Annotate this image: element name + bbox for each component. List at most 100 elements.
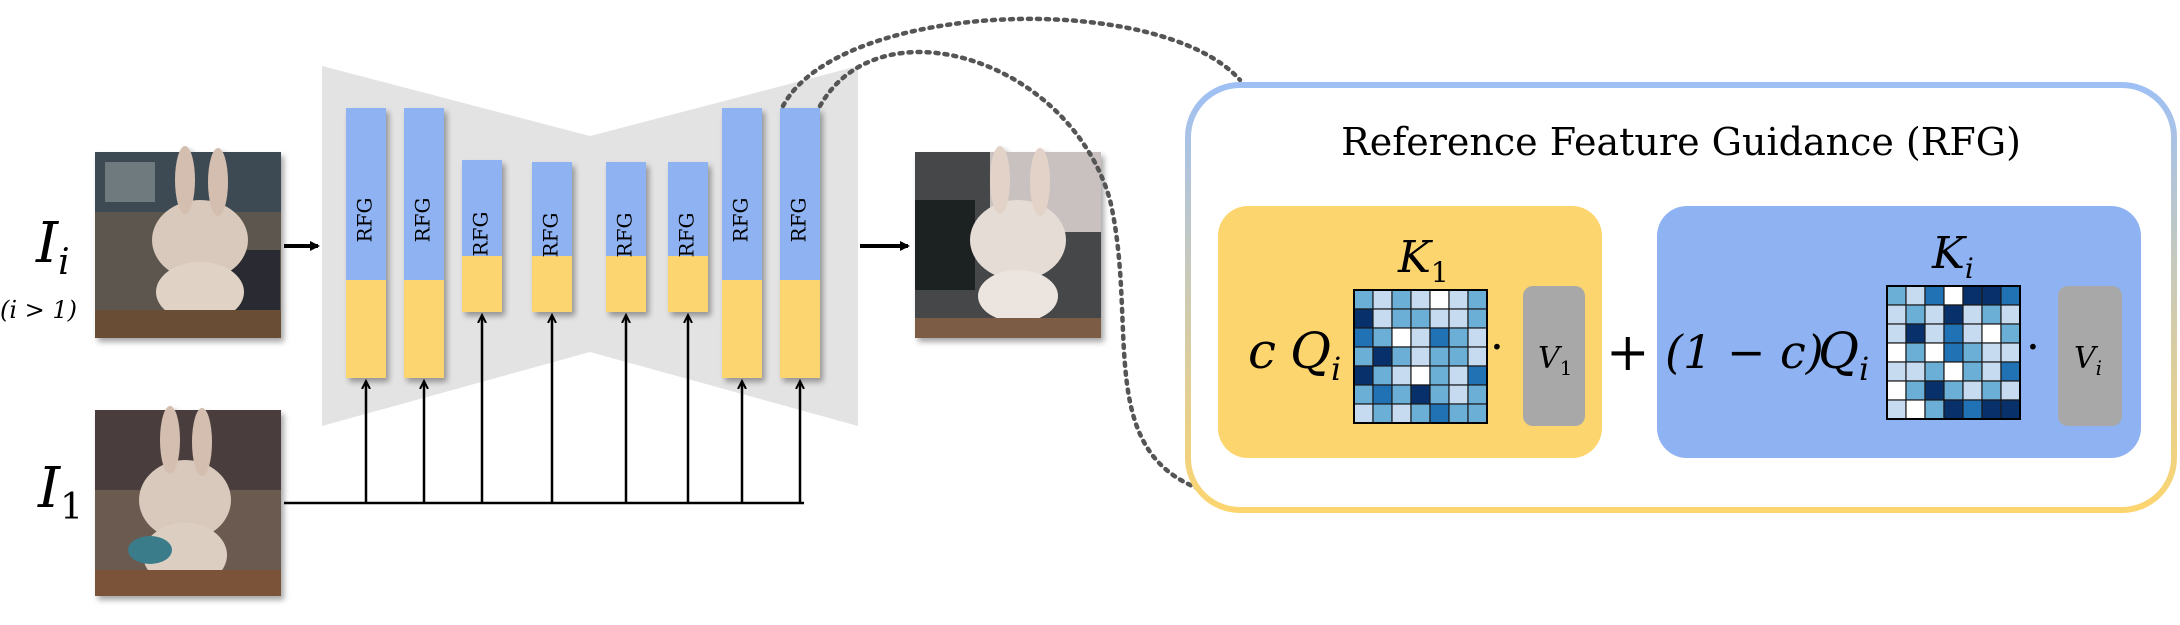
matrix-cell: [1924, 361, 1945, 382]
matrix-cell: [1372, 346, 1393, 367]
matrix-cell: [1410, 384, 1431, 405]
dotted-connector-top: [780, 16, 1243, 109]
matrix-cell: [1905, 342, 1926, 363]
rfg-block-8: [780, 108, 820, 378]
matrix-cell: [1981, 361, 2002, 382]
matrix-cell: [1448, 289, 1469, 310]
matrix-cell: [1391, 403, 1412, 424]
matrix-cell: [1943, 323, 1964, 344]
matrix-cell: [1429, 308, 1450, 329]
rfg-block-label: RFG: [613, 213, 637, 258]
matrix-cell: [1924, 380, 1945, 401]
matrix-cell: [1467, 346, 1488, 367]
vi-box: [2058, 286, 2122, 426]
matrix-cell: [1467, 289, 1488, 310]
matrix-cell: [1429, 384, 1450, 405]
matrix-cell: [1353, 308, 1374, 329]
matrix-cell: [1467, 365, 1488, 386]
rfg-block-1: [346, 108, 386, 378]
matrix-cell: [1905, 285, 1926, 306]
matrix-cell: [1429, 346, 1450, 367]
matrix-cell: [1410, 403, 1431, 424]
plus-sign: +: [1606, 323, 1650, 383]
input-image-i: [95, 146, 281, 338]
rfg-block-6: [668, 162, 708, 312]
matrix-cell: [1886, 304, 1907, 325]
matrix-cell: [1467, 308, 1488, 329]
matrix-cell: [1943, 304, 1964, 325]
matrix-cell: [1410, 327, 1431, 348]
matrix-cell: [1353, 327, 1374, 348]
matrix-cell: [1410, 346, 1431, 367]
input-label-i: Ii: [35, 211, 70, 283]
v1-box: [1523, 286, 1585, 426]
left-coef: c: [1248, 322, 1276, 380]
matrix-cell: [2000, 342, 2021, 363]
matrix-cell: [1981, 285, 2002, 306]
matrix-cell: [1886, 285, 1907, 306]
matrix-cell: [1981, 323, 2002, 344]
matrix-cell: [1448, 384, 1469, 405]
rfg-block-label: RFG: [539, 213, 563, 258]
right-dot: ·: [2026, 322, 2040, 373]
matrix-cell: [1905, 380, 1926, 401]
input-label-1: I1: [37, 456, 83, 528]
matrix-cell: [1448, 365, 1469, 386]
left-k: K1: [1397, 232, 1449, 289]
matrix-cell: [1981, 304, 2002, 325]
rfg-block-label: RFG: [729, 198, 753, 243]
right-coef: (1 − c): [1665, 325, 1824, 379]
matrix-cell: [1905, 323, 1926, 344]
matrix-cell: [1391, 308, 1412, 329]
matrix-cell: [1429, 289, 1450, 310]
rfg-block-label: RFG: [787, 198, 811, 243]
matrix-cell: [1943, 380, 1964, 401]
output-image: [915, 146, 1101, 338]
matrix-cell: [1353, 384, 1374, 405]
input-condition: (i > 1): [0, 296, 77, 324]
matrix-cell: [1886, 342, 1907, 363]
matrix-cell: [1372, 384, 1393, 405]
matrix-cell: [2000, 285, 2021, 306]
matrix-cell: [1448, 346, 1469, 367]
matrix-cell: [1429, 365, 1450, 386]
matrix-cell: [1448, 308, 1469, 329]
rfg-block-label: RFG: [353, 198, 377, 243]
matrix-cell: [1981, 380, 2002, 401]
matrix-cell: [1353, 365, 1374, 386]
right-q: Qi: [1818, 322, 1869, 388]
reference-feature-bus: [284, 316, 804, 505]
matrix-cell: [1391, 289, 1412, 310]
matrix-cell: [1981, 399, 2002, 420]
matrix-cell: [1943, 342, 1964, 363]
matrix-cell: [1962, 361, 1983, 382]
matrix-cell: [1372, 308, 1393, 329]
matrix-cell: [1372, 403, 1393, 424]
matrix-cell: [1467, 403, 1488, 424]
matrix-cell: [1353, 346, 1374, 367]
matrix-cell: [2000, 323, 2021, 344]
matrix-cell: [2000, 399, 2021, 420]
input-image-1: [95, 406, 281, 596]
matrix-cell: [1905, 304, 1926, 325]
matrix-cell: [1905, 361, 1926, 382]
matrix-cell: [1943, 285, 1964, 306]
matrix-cell: [1981, 342, 2002, 363]
matrix-cell: [1372, 327, 1393, 348]
matrix-cell: [1448, 327, 1469, 348]
matrix-cell: [1429, 403, 1450, 424]
matrix-cell: [1372, 365, 1393, 386]
matrix-cell: [1886, 399, 1907, 420]
vi-label: Vi: [2074, 341, 2102, 380]
matrix-cell: [1924, 323, 1945, 344]
matrix-cell: [1924, 285, 1945, 306]
matrix-cell: [1962, 323, 1983, 344]
matrix-cell: [1353, 289, 1374, 310]
matrix-cell: [1391, 384, 1412, 405]
matrix-cell: [1943, 361, 1964, 382]
matrix-cell: [1886, 323, 1907, 344]
matrix-cell: [1410, 289, 1431, 310]
matrix-cell: [1943, 399, 1964, 420]
rfg-block-label: RFG: [411, 198, 435, 243]
ki-attention-matrix: [1886, 285, 2021, 420]
